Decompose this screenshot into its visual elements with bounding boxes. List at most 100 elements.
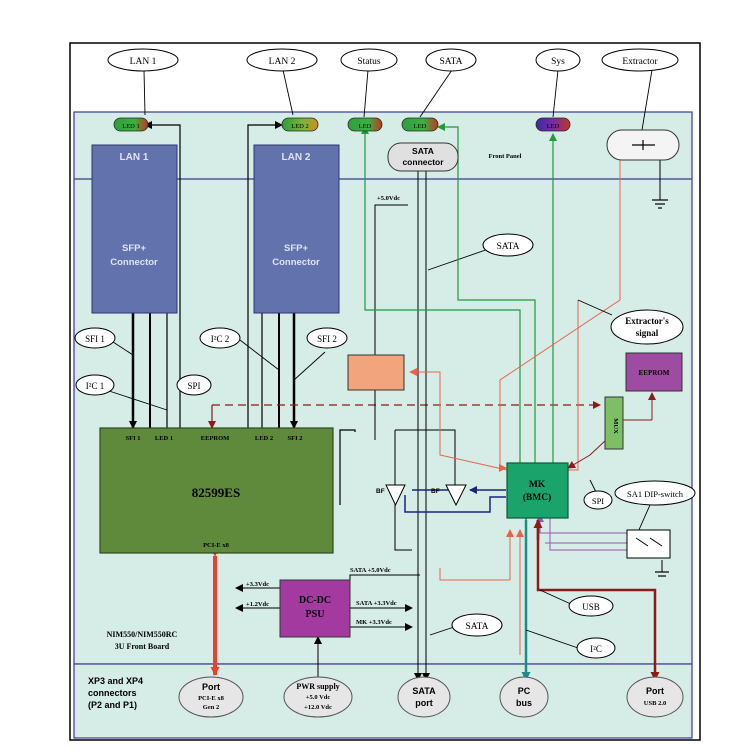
v33-label: +3.3Vdc <box>246 581 269 588</box>
sata-port-1: SATA <box>412 686 436 696</box>
connectors-label-3: (P2 and P1) <box>88 700 137 710</box>
v12-label: +1.2Vdc <box>246 601 269 608</box>
i2c-bottom-leader <box>525 629 579 649</box>
callout-sfi2: SFI 2 <box>306 327 348 349</box>
callout-sa1-dip: SA1 DIP-switch <box>614 480 696 506</box>
sfp-lan1-title: LAN 1 <box>120 152 149 163</box>
sata-connector-label-1: SATA <box>412 146 434 156</box>
sfp-lan2-block <box>253 144 340 314</box>
bf-right-label: BF <box>431 488 440 495</box>
chip-label: 82599ES <box>192 485 240 500</box>
pwr-2: +5.0 Vdc <box>306 694 331 701</box>
sys-led-label: LED <box>547 123 560 130</box>
plus5vdc-label: +5.0Vdc <box>377 195 400 202</box>
connectors-label-1: XP3 and XP4 <box>88 676 143 686</box>
callout-sfi1: SFI 1 <box>74 327 116 349</box>
chip-port-label: LED 2 <box>255 435 273 442</box>
callout-sata-mid: SATA <box>482 233 534 257</box>
port-usb: Port USB 2.0 <box>626 676 684 718</box>
sata-connector-block <box>387 142 459 172</box>
chip-port-label: EEPROM <box>201 435 230 442</box>
sata-connector-label-2: connector <box>402 157 444 167</box>
board-name-label: NIM550/NIM550RC <box>107 630 178 639</box>
pwr-supply: PWR supply +5.0 Vdc +12.0 Vdc <box>283 676 353 718</box>
callout-i2c2: I²C 2 <box>199 327 241 349</box>
sfi1-leader <box>109 339 134 356</box>
dcdc-label: DC-DC <box>299 595 331 606</box>
callout-extractor-signal: Extractor's signal <box>610 309 684 345</box>
callout-sys-label: Sys <box>551 57 565 67</box>
callout-sfi1-label: SFI 1 <box>85 334 105 344</box>
sfp-lan2-body-1: SFP+ <box>284 243 308 254</box>
pc-bus-2: bus <box>516 698 532 708</box>
i2c1-leader <box>99 387 168 411</box>
led1-wire <box>144 121 181 428</box>
callout-extractor-signal-1: Extractor's <box>625 316 669 326</box>
extractor-signal-leader <box>577 299 613 316</box>
callout-lan1: LAN 1 <box>107 48 179 72</box>
sfp-lan1-block <box>91 144 178 314</box>
led2-indicator <box>281 117 319 132</box>
port-usb-1: Port <box>646 686 664 696</box>
callout-extractor-signal-2: signal <box>636 328 659 338</box>
callout-spi: SPI <box>176 374 212 396</box>
i2c2-leader <box>239 339 280 371</box>
sys-led-indicator <box>535 117 571 132</box>
callout-usb: USB <box>568 595 614 617</box>
sata-leader <box>419 69 453 118</box>
callout-spi-mk: SPI <box>583 490 613 510</box>
lan2-leader <box>282 69 294 116</box>
extractor-leader <box>641 69 653 131</box>
sfi2-leader <box>293 351 326 381</box>
led2-wire <box>247 121 283 428</box>
dip-wire-2 <box>549 518 628 551</box>
callout-extractor: Extractor <box>601 48 679 72</box>
sfp-lan2-body-2: Connector <box>272 257 320 268</box>
mk-bmc-block <box>506 462 569 519</box>
eeprom-label: EEPROM <box>639 369 670 377</box>
sata-led-label: LED <box>414 123 427 130</box>
sata5-line <box>349 574 420 580</box>
port-pcie-2: PCI-E x8 <box>198 695 225 702</box>
callout-sfi2-label: SFI 2 <box>317 334 337 344</box>
bf-left-label: BF <box>376 488 385 495</box>
mux-mk-wire <box>567 439 607 469</box>
sata-led-wire <box>437 123 536 463</box>
chip-82599es <box>99 427 334 554</box>
usb-leader <box>539 589 574 606</box>
i2c-bus <box>339 429 356 505</box>
callout-usb-label: USB <box>582 602 600 612</box>
callout-sa1-dip-label: SA1 DIP-switch <box>627 489 684 499</box>
sys-leader <box>552 69 559 118</box>
callout-sys: Sys <box>535 48 581 72</box>
sata-led-indicator <box>401 117 439 132</box>
sfp-lan1-body-1: SFP+ <box>122 243 146 254</box>
chip-port-label: SFI 1 <box>126 435 141 442</box>
port-usb-2: USB 2.0 <box>644 700 666 707</box>
callout-sata-top-label: SATA <box>440 57 463 67</box>
dcdc-psu-block <box>279 579 351 638</box>
callout-sata-top: SATA <box>425 48 477 72</box>
callout-lan2-label: LAN 2 <box>269 57 296 67</box>
callout-lan1-label: LAN 1 <box>130 57 157 67</box>
chip-port-label: LED 1 <box>155 435 173 442</box>
sata5-to-mk <box>439 568 510 581</box>
mux-block <box>604 396 624 450</box>
status-leader <box>363 69 369 118</box>
pc-bus: PC bus <box>499 676 549 718</box>
bf-navy-3 <box>404 495 506 513</box>
callout-i2c1-label: I²C 1 <box>86 381 104 391</box>
connectors-label-2: connectors <box>88 688 137 698</box>
pwr-1: PWR supply <box>296 682 339 691</box>
bf-left-buffer <box>385 484 406 507</box>
led2-label: LED 2 <box>291 123 309 130</box>
dip-switch-lever-2 <box>649 537 663 547</box>
callout-spi-mk-label: SPI <box>592 496 604 506</box>
chip-pcie-label: PCI-E x8 <box>203 542 230 549</box>
callout-i2c1: I²C 1 <box>75 374 115 396</box>
dip-switch-block <box>626 529 671 559</box>
connector-strip <box>73 663 693 739</box>
callout-lan2: LAN 2 <box>246 48 318 72</box>
